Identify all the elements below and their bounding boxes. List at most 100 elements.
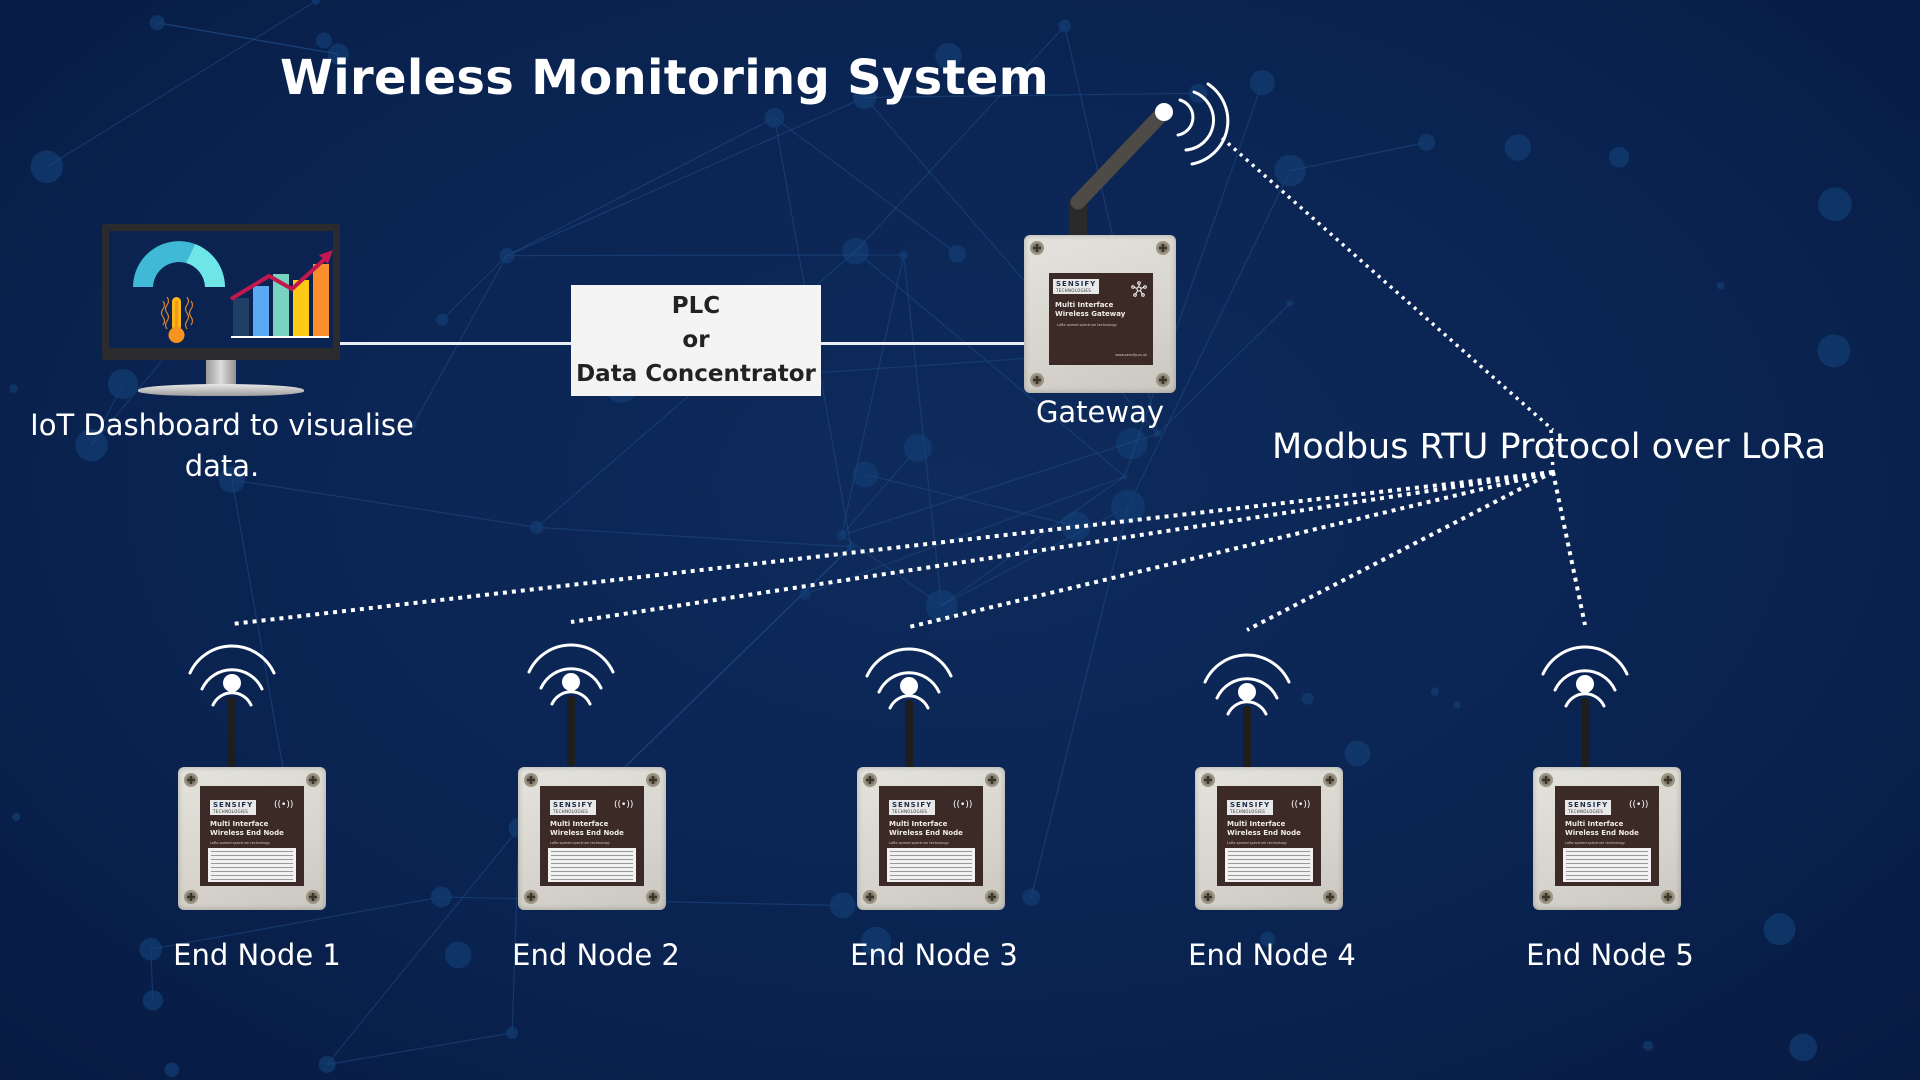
- network-hub-icon: [1131, 281, 1147, 297]
- network-node: [935, 42, 962, 70]
- screw: [1156, 373, 1170, 387]
- network-line: [774, 117, 958, 255]
- screw: [524, 773, 538, 787]
- network-line: [412, 255, 508, 426]
- network-line: [156, 22, 339, 55]
- end-node-tagline: LoRa spread spectrum technology: [1227, 841, 1287, 845]
- screw: [1661, 890, 1675, 904]
- page-title: Wireless Monitoring System: [280, 50, 1049, 106]
- product-line-2: Wireless End Node: [550, 829, 624, 837]
- end-node-label-panel: SENSIFY TECHNOLOGIES ((•)) Multi Interfa…: [200, 786, 304, 886]
- network-node: [903, 433, 932, 462]
- bar-chart-icon: [233, 264, 329, 336]
- network-node: [1430, 687, 1440, 696]
- screw: [863, 890, 877, 904]
- terminal-table: [887, 848, 975, 882]
- product-line-1: Multi Interface: [1055, 301, 1114, 309]
- brand-name: SENSIFY: [1230, 801, 1271, 809]
- network-node: [829, 892, 856, 919]
- end-node-label-panel: SENSIFY TECHNOLOGIES ((•)) Multi Interfa…: [540, 786, 644, 886]
- end-node-antenna: [1581, 698, 1589, 768]
- end-node-product-name: Multi Interface Wireless End Node: [1565, 820, 1639, 838]
- screw: [1201, 890, 1215, 904]
- end-node-device: SENSIFY TECHNOLOGIES ((•)) Multi Interfa…: [857, 767, 1005, 910]
- end-node-label: End Node 2: [512, 938, 680, 972]
- network-line: [506, 117, 775, 257]
- lora-link-end-node-5: [1551, 471, 1587, 626]
- radio-signal-icon: ((•)): [274, 800, 294, 810]
- end-node-device: SENSIFY TECHNOLOGIES ((•)) Multi Interfa…: [178, 767, 326, 910]
- screw: [1156, 241, 1170, 255]
- network-node: [1418, 133, 1436, 151]
- screw: [184, 890, 198, 904]
- product-line-1: Multi Interface: [210, 820, 269, 828]
- data-concentrator-label: Data Concentrator: [576, 361, 816, 387]
- network-node: [1022, 888, 1041, 906]
- network-node: [149, 15, 165, 31]
- end-node-antenna: [228, 697, 236, 767]
- network-node: [107, 368, 139, 400]
- screw: [1323, 890, 1337, 904]
- dashboard-bar: [253, 286, 269, 336]
- terminal-table: [1563, 848, 1651, 882]
- network-line: [150, 896, 442, 950]
- network-line: [536, 526, 852, 548]
- wire-plc-gateway: [821, 342, 1026, 345]
- dashboard-bar: [233, 298, 249, 336]
- terminal-table: [548, 848, 636, 882]
- screw: [1539, 773, 1553, 787]
- brand-name: SENSIFY: [213, 801, 254, 809]
- lora-link-end-node-4: [1246, 470, 1554, 632]
- brand-name: SENSIFY: [1056, 280, 1097, 288]
- end-node-label-panel: SENSIFY TECHNOLOGIES ((•)) Multi Interfa…: [1217, 786, 1321, 886]
- network-node: [1504, 134, 1532, 161]
- brand-name: SENSIFY: [892, 801, 933, 809]
- product-line-2: Wireless End Node: [1227, 829, 1301, 837]
- network-node: [799, 588, 811, 600]
- network-line: [841, 447, 919, 536]
- network-node: [530, 520, 544, 534]
- end-node-label: End Node 4: [1188, 938, 1356, 972]
- end-node-label-panel: SENSIFY TECHNOLOGIES ((•)) Multi Interfa…: [1555, 786, 1659, 886]
- lora-link-end-node-3: [908, 470, 1554, 629]
- brand-sub: TECHNOLOGIES: [1568, 809, 1604, 814]
- network-line: [46, 0, 317, 168]
- network-node: [315, 32, 332, 49]
- network-node: [1608, 147, 1630, 168]
- protocol-caption: Modbus RTU Protocol over LoRa: [1272, 427, 1827, 467]
- dashboard-caption: IoT Dashboard to visualise data.: [30, 408, 414, 483]
- network-node: [506, 1026, 519, 1039]
- brand-name: SENSIFY: [553, 801, 594, 809]
- sensify-logo: SENSIFY TECHNOLOGIES: [210, 800, 257, 815]
- gateway-url: www.sensify.co.uk: [1115, 353, 1147, 357]
- end-node-product-name: Multi Interface Wireless End Node: [210, 820, 284, 838]
- gateway-antenna: [1069, 108, 1168, 236]
- gauge-icon: [133, 241, 225, 287]
- screw: [306, 890, 320, 904]
- network-node: [1249, 70, 1275, 96]
- gateway-device: SENSIFY TECHNOLOGIES Multi Interface Wir…: [1024, 235, 1176, 393]
- network-line: [511, 827, 520, 1033]
- network-node: [444, 941, 472, 969]
- network-line: [1124, 82, 1263, 477]
- network-line: [506, 254, 904, 257]
- network-node: [1344, 740, 1371, 767]
- screw: [1030, 241, 1044, 255]
- screw: [1661, 773, 1675, 787]
- network-node: [1058, 19, 1072, 33]
- wifi-dot: [900, 677, 918, 695]
- screw: [985, 773, 999, 787]
- network-node: [75, 429, 108, 462]
- gateway-label-panel: SENSIFY TECHNOLOGIES Multi Interface Wir…: [1049, 273, 1153, 365]
- sensify-logo: SENSIFY TECHNOLOGIES: [1565, 800, 1612, 815]
- end-node-label: End Node 3: [850, 938, 1018, 972]
- screw: [1201, 773, 1215, 787]
- gateway-caption: Gateway: [1035, 395, 1165, 429]
- thermometer-icon: [160, 296, 194, 343]
- network-line: [941, 475, 1126, 607]
- network-node: [1111, 489, 1145, 524]
- network-node: [1116, 428, 1148, 460]
- sensify-logo: SENSIFY TECHNOLOGIES: [889, 800, 936, 815]
- gateway-tagline: LoRa spread spectrum technology: [1057, 323, 1117, 327]
- lora-link-end-node-1: [231, 470, 1554, 626]
